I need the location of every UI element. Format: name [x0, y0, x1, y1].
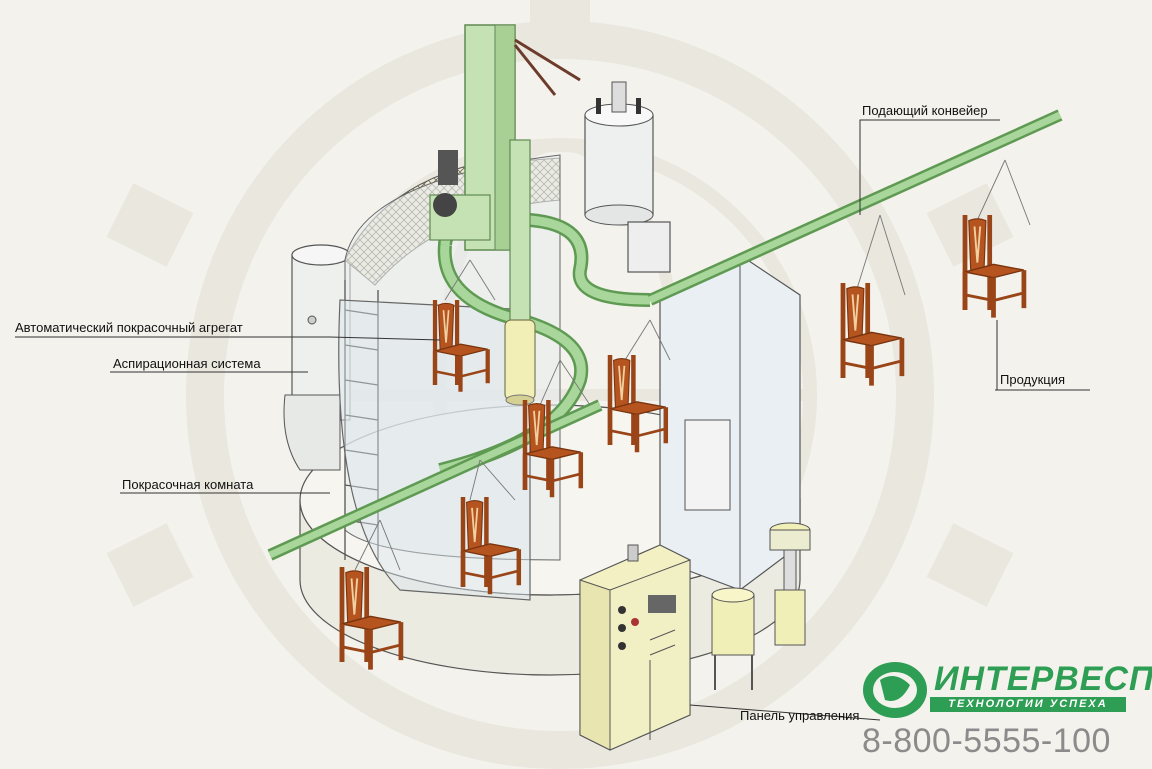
label-control-panel: Панель управления: [740, 708, 860, 723]
pump-unit: [769, 522, 811, 646]
label-auto-paint-unit: Автоматический покрасочный агрегат: [15, 320, 243, 335]
hanger-wires: [354, 159, 1031, 571]
label-paint-room: Покрасочная комната: [122, 477, 254, 492]
logo-tagline: ТЕХНОЛОГИИ УСПЕХА: [930, 697, 1126, 712]
control-panel-cabinet: [579, 544, 691, 751]
label-aspiration-system: Аспирационная система: [113, 356, 261, 371]
junction-box: [627, 221, 671, 273]
callout-leaders: [15, 119, 1090, 721]
phone-number: 8-800-5555-100: [862, 722, 1111, 760]
auto-paint-unit: [429, 24, 581, 406]
mixer-tank: [711, 587, 755, 690]
logo-name: ИНТЕРВЕСП: [934, 660, 1152, 698]
side-booth: [659, 254, 801, 591]
label-feed-conveyor: Подающий конвейер: [862, 103, 988, 118]
ladder: [344, 280, 379, 560]
globe-logo-icon: [863, 662, 927, 718]
feed-conveyor: [267, 109, 1063, 561]
label-products: Продукция: [1000, 372, 1066, 387]
paint-tank: [584, 81, 654, 226]
